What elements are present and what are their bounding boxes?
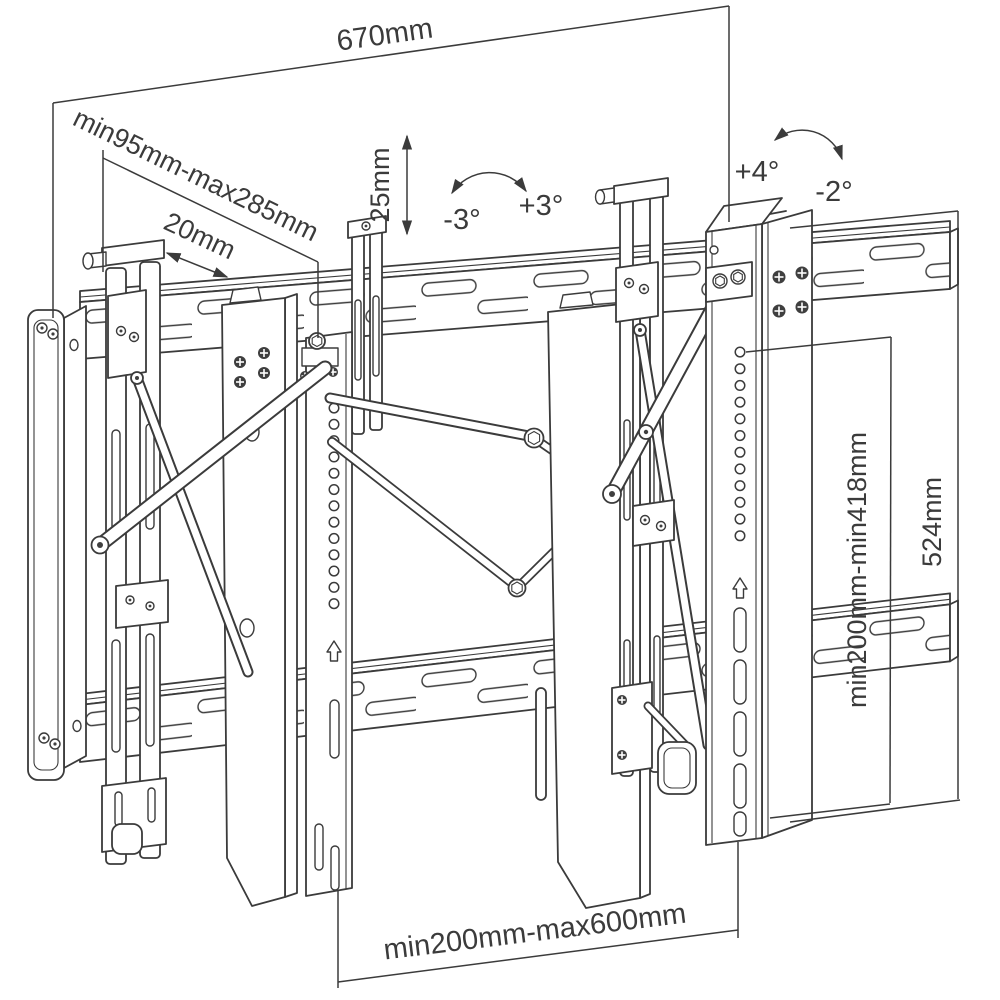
tilt-label-plus4: +4° [735, 156, 780, 188]
lower-link-plate [611, 681, 653, 775]
left-tv-bracket-outer [221, 286, 298, 907]
right-slide-assembly [535, 177, 669, 801]
dim-height-adjust-25mm: 25mm [365, 134, 413, 236]
slide-slot [111, 429, 121, 536]
double-arrow-icon [165, 252, 229, 278]
slide-slot [145, 633, 155, 747]
dim-label-25mm: 25mm [365, 147, 395, 222]
locking-foot [657, 741, 697, 795]
wall-plate [27, 305, 87, 781]
bracket-slot [314, 823, 324, 871]
bracket-slot [733, 607, 747, 653]
wall-plate-hole [69, 338, 79, 352]
tilt-label-minus2: -2° [815, 176, 852, 208]
up-arrow-icon [326, 640, 342, 662]
wall-plate-front-face [27, 309, 65, 781]
bracket-slot [733, 763, 747, 809]
bracket-slot [733, 811, 747, 837]
slide-slot [111, 639, 121, 753]
dim-label-524mm: 524mm [917, 477, 947, 567]
tilt-annotation-left: -3° +3° [443, 171, 564, 236]
bracket-column [305, 331, 353, 897]
clamp-screw-head [82, 252, 94, 270]
right-clamp-block [615, 261, 659, 323]
right-tv-bracket-outer [547, 291, 651, 909]
dim-label-min200-min418: min200mm-min418mm [842, 432, 872, 708]
dim-bracket-height-524: 524mm [789, 210, 961, 823]
tilt-annotation-right: +4° -2° [735, 127, 853, 208]
dim-label-20mm: 20mm [159, 206, 240, 265]
right-tv-bracket-inner [705, 197, 813, 846]
clamp-screw-head [594, 189, 606, 205]
bracket-slot [330, 845, 340, 891]
dim-vesa-width-range: min200mm-max600mm [337, 842, 739, 988]
tilt-label-plus3: +3° [519, 190, 564, 222]
rotation-arc-icon [451, 171, 527, 195]
arm-plate [632, 499, 675, 547]
wall-plate-hole [72, 719, 82, 733]
dim-vesa-height-range: min200mm-min418mm [745, 336, 892, 819]
right-scissor-mechanism [602, 294, 724, 795]
side-panel-screws [772, 266, 809, 318]
left-foot-pad [111, 823, 143, 855]
hex-bolt [523, 427, 545, 449]
up-arrow-icon [732, 577, 748, 599]
bracket-hole [709, 245, 719, 255]
wall-plate-side-face [63, 305, 87, 769]
left-clamp-block [107, 289, 147, 379]
bracket-screws [234, 347, 270, 388]
tilt-label-minus3: -3° [443, 204, 480, 236]
pivot-plate [115, 579, 169, 629]
hanging-strap [535, 687, 547, 801]
bottom-mounting-rail [79, 592, 959, 763]
bracket-column [705, 223, 763, 846]
hex-bolt [507, 578, 527, 598]
bracket-top-tab [559, 291, 594, 309]
bracket-slot [329, 699, 340, 759]
bracket-slot [733, 711, 747, 757]
bracket-hole [239, 618, 255, 638]
bracket-slot [733, 659, 747, 705]
dim-offset-20mm: 20mm [159, 206, 240, 278]
clamp-bolt [308, 332, 326, 350]
bracket-top-tab [229, 286, 262, 304]
rotation-arc-icon [773, 127, 843, 161]
